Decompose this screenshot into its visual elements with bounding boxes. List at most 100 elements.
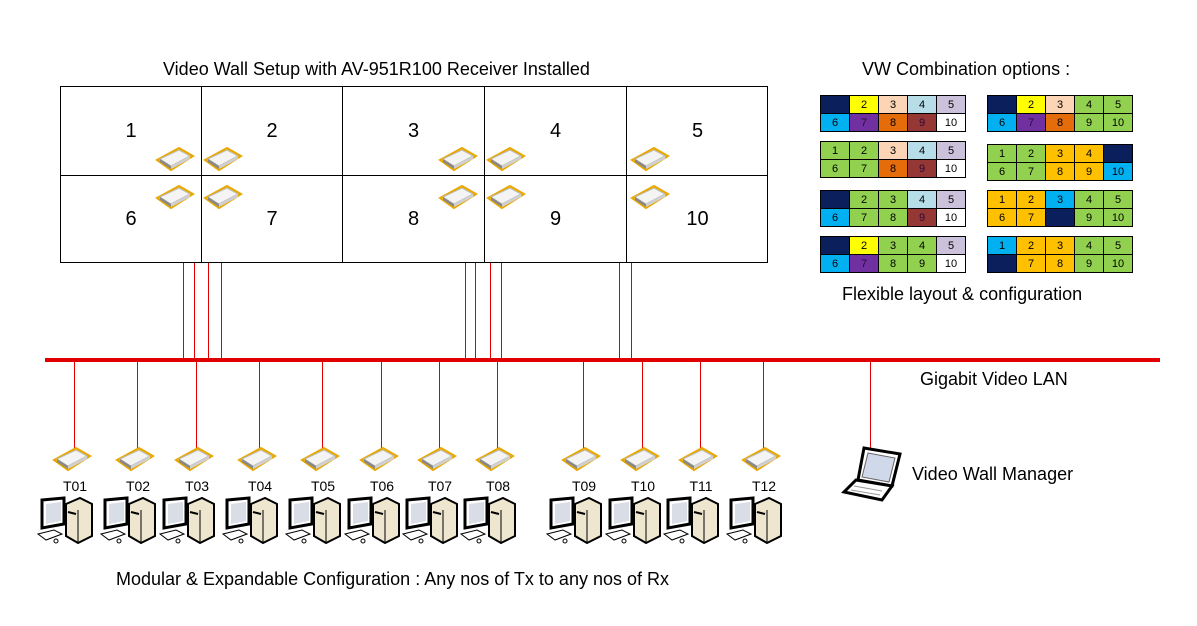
combo-cell: 3 [878,95,908,114]
combo-cell: 6 [987,208,1017,227]
transmitter-cable [583,362,584,450]
combo-cell: 7 [1016,208,1046,227]
combo-cell: 7 [849,208,879,227]
pc-icon [662,496,719,545]
lan-label: Gigabit Video LAN [920,369,1068,389]
combo-cell: 1 [987,190,1017,209]
combo-cell: 6 [820,254,850,273]
combo-cell: 3 [1045,190,1075,209]
transmitter-label: T04 [247,478,273,494]
receiver-cable [619,263,620,359]
combo-cell: 8 [1045,113,1075,132]
combo-cell: 3 [1045,95,1075,114]
combo-cell: 6 [820,208,850,227]
transmitter-cable [196,362,197,450]
combo-cell: 9 [1074,254,1104,273]
pc-icon [36,496,93,545]
screen-3: 3 [343,87,485,176]
transmitter-icon [237,446,277,472]
combo-cell: 4 [1074,190,1104,209]
combo-cell: 5 [1103,95,1133,114]
combo-cell: 9 [1074,208,1104,227]
manager-cable [870,362,871,448]
transmitter-label: T07 [427,478,453,494]
footer-caption: Modular & Expandable Configuration : Any… [116,569,669,589]
combo-cell: 7 [849,254,879,273]
screen-5: 5 [627,87,768,176]
combo-cell: 9 [907,208,937,227]
screen-9: 9 [485,176,627,263]
combo-cell: 3 [878,190,908,209]
receiver-cable [221,263,222,359]
transmitter-cable [137,362,138,450]
combo-cell: 3 [878,236,908,255]
transmitter-cable [439,362,440,450]
transmitter-icon [417,446,457,472]
transmitter-icon [561,446,601,472]
combo-cell: 9 [907,113,937,132]
combo-cell: 10 [936,208,966,227]
combo-cell: 6 [987,113,1017,132]
combo-cell: 1 [820,141,850,160]
combo-cell: 2 [1016,236,1046,255]
receiver-cable [490,263,491,359]
combo-cell: 1 [820,190,850,209]
pc-icon [725,496,782,545]
combo-cell: 9 [1074,113,1104,132]
pc-icon [545,496,602,545]
receiver-icon [438,146,478,172]
transmitter-icon [52,446,92,472]
transmitter-icon [475,446,515,472]
receiver-icon [630,146,670,172]
screen-7: 7 [202,176,343,263]
pc-icon [99,496,156,545]
wall-title: Video Wall Setup with AV-951R100 Receive… [163,59,590,79]
combo-cell: 10 [1103,162,1133,181]
combo-cell: 4 [907,190,937,209]
transmitter-icon [620,446,660,472]
combo-cell: 4 [1074,144,1104,163]
combo-cell: 2 [1016,144,1046,163]
combo-cell: 5 [936,190,966,209]
screen-8: 8 [343,176,485,263]
combo-cell: 6 [820,159,850,178]
receiver-icon [438,184,478,210]
transmitter-cable [381,362,382,450]
transmitter-icon [678,446,718,472]
combo-cell: 7 [1016,162,1046,181]
combo-cell: 1 [820,236,850,255]
transmitter-label: T10 [630,478,656,494]
receiver-cable [208,263,209,359]
screen-2: 2 [202,87,343,176]
pc-icon [158,496,215,545]
combo-cell: 6 [820,113,850,132]
combo-cell: 5 [1103,236,1133,255]
combo-cell: 2 [1016,190,1046,209]
combo-cell: 10 [1103,254,1133,273]
combo-cell: 10 [936,159,966,178]
transmitter-icon [174,446,214,472]
combo-cell: 8 [1045,162,1075,181]
combo-cell: 2 [849,236,879,255]
combo-cell: 8 [1045,208,1075,227]
combo-cell: 4 [907,141,937,160]
receiver-icon [155,184,195,210]
combo-cell: 8 [878,159,908,178]
combo-cell: 6 [987,162,1017,181]
screen-6: 6 [61,176,202,263]
combo-cell: 5 [936,141,966,160]
receiver-icon [486,184,526,210]
transmitter-label: T06 [369,478,395,494]
receiver-icon [630,184,670,210]
combo-cell: 1 [987,236,1017,255]
combo-cell: 9 [1074,162,1104,181]
receiver-icon [203,184,243,210]
transmitter-cable [322,362,323,450]
transmitter-icon [115,446,155,472]
transmitter-label: T11 [689,478,713,494]
combo-cell: 8 [1045,254,1075,273]
combo-cell: 5 [936,236,966,255]
